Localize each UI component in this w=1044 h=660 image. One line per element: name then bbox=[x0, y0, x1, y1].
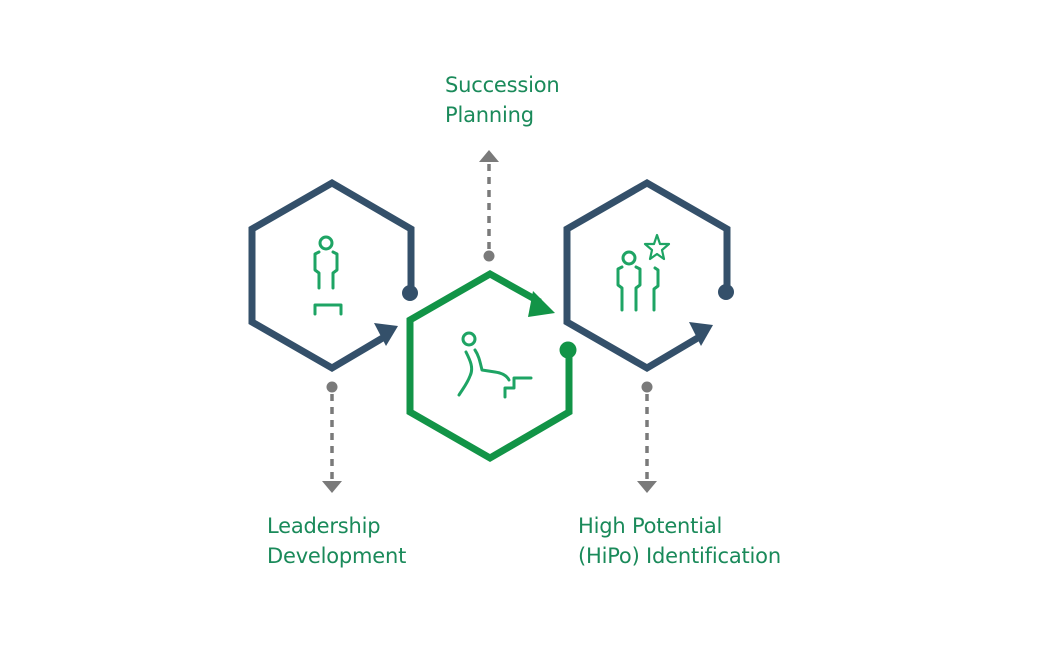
person-on-pedestal-icon bbox=[313, 235, 343, 316]
label-line: Succession bbox=[445, 73, 560, 97]
label-line: High Potential bbox=[578, 514, 723, 538]
connector-dot-icon bbox=[559, 341, 577, 359]
arrow-up-icon bbox=[479, 150, 499, 162]
arrow-down-icon bbox=[637, 481, 657, 493]
hexagon-leadership-development bbox=[248, 178, 418, 373]
arrow-head-icon bbox=[374, 323, 398, 346]
connector-dot-icon bbox=[718, 284, 734, 300]
label-line: (HiPo) Identification bbox=[578, 544, 781, 568]
connector-down-leadership bbox=[322, 381, 342, 493]
two-people-with-star-icon bbox=[616, 233, 671, 312]
connector-down-hipo bbox=[637, 381, 657, 493]
label-line: Planning bbox=[445, 103, 534, 127]
connector-up-succession bbox=[479, 150, 499, 262]
label-succession-planning: Succession Planning bbox=[445, 70, 560, 130]
label-leadership-development: Leadership Development bbox=[267, 511, 406, 571]
label-hipo-identification: High Potential (HiPo) Identification bbox=[578, 511, 781, 571]
label-line: Development bbox=[267, 544, 407, 568]
arrow-head-icon bbox=[528, 291, 555, 317]
person-climbing-stairs-icon bbox=[457, 331, 533, 399]
label-line: Leadership bbox=[267, 514, 381, 538]
hexagon-succession-planning bbox=[406, 269, 577, 463]
connector-dot-icon bbox=[402, 285, 418, 301]
hexagon-hipo-identification bbox=[563, 178, 734, 373]
arrow-head-icon bbox=[689, 322, 713, 346]
arrow-down-icon bbox=[322, 481, 342, 493]
